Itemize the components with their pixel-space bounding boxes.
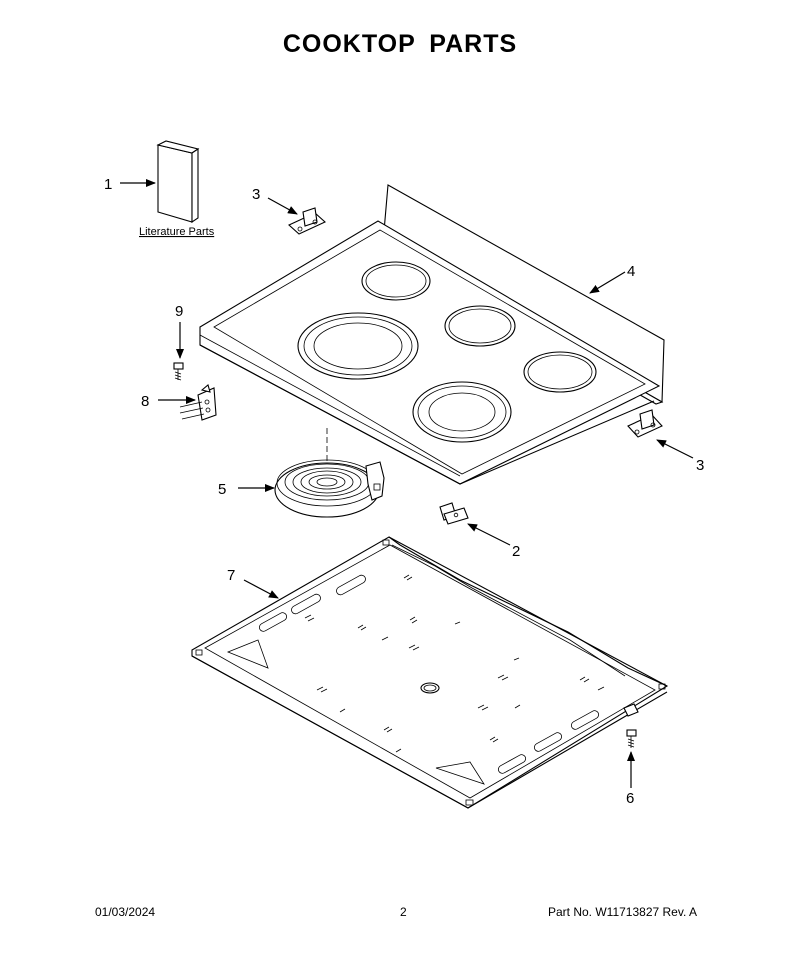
screw-part-6 [623,703,639,748]
callout-3-top: 3 [252,186,260,203]
callout-4: 4 [627,263,635,280]
radiant-element-part-5 [274,428,385,518]
callout-5: 5 [218,481,226,498]
screw-part-9 [173,362,184,381]
footer-page-number: 2 [400,905,407,919]
literature-parts-booklet [156,140,200,224]
literature-parts-label: Literature Parts [139,226,215,238]
burner-box-part-7 [191,536,669,809]
page-title: COOKTOP PARTS [282,30,518,58]
callout-9: 9 [175,303,183,320]
cooktop-main-top [199,184,665,485]
footer-date: 01/03/2024 [95,905,156,919]
cooktop-bracket-right [627,409,663,438]
terminal-block-part-8 [179,384,217,421]
footer-part-number: Part No. W11713827 Rev. A [548,905,697,919]
callout-1: 1 [104,176,112,193]
callout-8: 8 [141,393,149,410]
callout-6: 6 [626,790,634,807]
callout-3-right: 3 [696,457,704,474]
clip-part-2 [439,502,469,525]
callout-2: 2 [512,543,520,560]
callout-7: 7 [227,567,235,584]
cooktop-bracket-top [288,207,326,235]
